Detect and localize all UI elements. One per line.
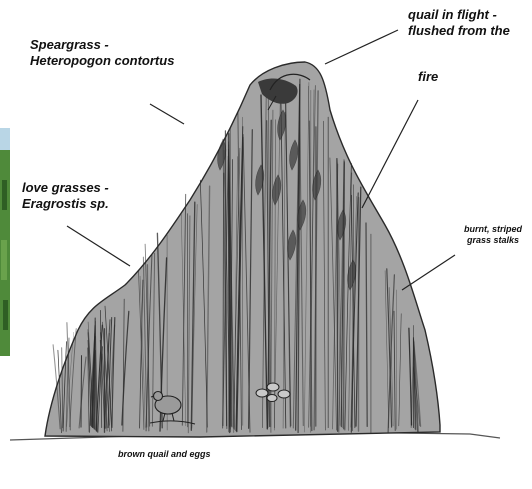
label-quail-flight-line1: quail in flight - xyxy=(408,7,510,23)
label-speargrass: Speargrass - Heteropogon contortus xyxy=(30,37,174,70)
leader-love-grasses xyxy=(67,226,130,266)
grass-stroke xyxy=(344,163,345,429)
leader-fire xyxy=(362,100,418,208)
label-love-grasses-line2: Eragrostis sp. xyxy=(22,196,109,212)
background-photo-strip xyxy=(0,128,10,356)
label-quail-flight-line2: flushed from the xyxy=(408,23,510,39)
label-love-grasses-line1: love grasses - xyxy=(22,180,109,196)
label-speargrass-line2: Heteropogon contortus xyxy=(30,53,174,69)
label-burnt-stalks-line1: burnt, striped xyxy=(464,224,522,235)
label-brown-quail-text: brown quail and eggs xyxy=(118,449,211,459)
label-burnt-stalks: burnt, striped grass stalks xyxy=(464,224,522,247)
label-fire: fire xyxy=(418,69,438,85)
leader-speargrass xyxy=(150,104,184,124)
leader-quail-flight xyxy=(325,30,398,64)
label-love-grasses: love grasses - Eragrostis sp. xyxy=(22,180,109,213)
label-burnt-stalks-line2: grass stalks xyxy=(464,235,522,246)
label-speargrass-line1: Speargrass - xyxy=(30,37,174,53)
grass-stroke xyxy=(81,356,82,428)
label-brown-quail: brown quail and eggs xyxy=(118,449,211,460)
label-fire-text: fire xyxy=(418,69,438,84)
leader-burnt-stalks xyxy=(402,255,455,290)
label-quail-flight: quail in flight - flushed from the xyxy=(408,7,510,40)
